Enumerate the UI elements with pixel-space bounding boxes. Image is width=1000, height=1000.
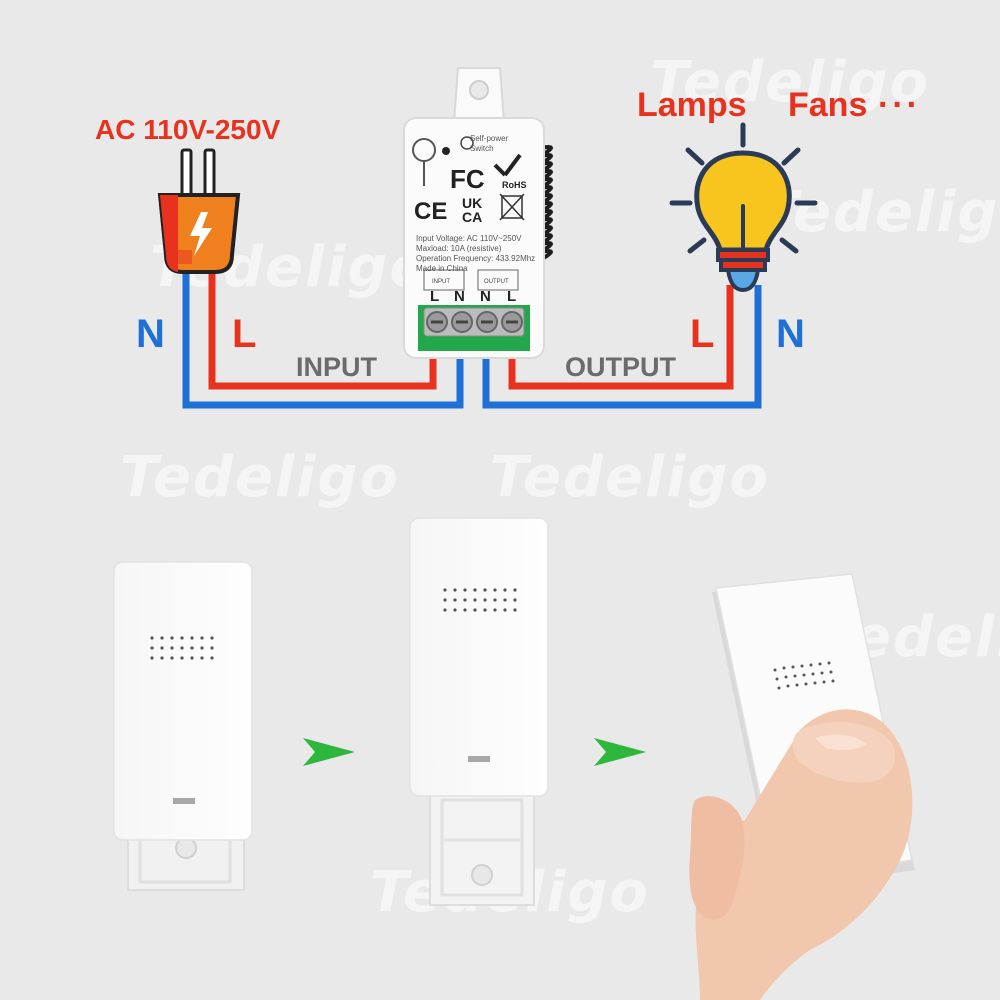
load-label-lamps: Lamps xyxy=(637,86,747,124)
output-live-wire xyxy=(508,285,734,390)
terminal-output-label: OUTPUT xyxy=(484,279,509,285)
wiring-diagram xyxy=(157,67,818,409)
terminal-letter-2: N xyxy=(454,288,465,305)
spec-frequency: Operation Frequency: 433.92Mhz xyxy=(416,254,536,263)
wall-switch-step1 xyxy=(113,561,253,891)
watermark: Tedeligo xyxy=(120,445,400,510)
load-label-more: ··· xyxy=(878,86,921,124)
input-neutral-letter: N xyxy=(136,312,165,356)
installation-steps xyxy=(113,517,915,1000)
cert-ukca: UK CA xyxy=(462,196,482,224)
relay-badge-line1: Self-power xyxy=(470,134,509,143)
terminal-letter-4: L xyxy=(507,288,517,305)
input-live-wire xyxy=(208,260,437,390)
terminal-letter-3: N xyxy=(480,288,491,305)
step-arrow-icon xyxy=(303,738,355,766)
relay-badge-line2: Switch xyxy=(470,144,494,153)
terminal-input-label: INPUT xyxy=(432,279,450,285)
handheld-remote-step3 xyxy=(689,573,915,1000)
input-live-letter: L xyxy=(232,312,257,356)
watermark: Tedeligo xyxy=(760,180,1000,245)
step-arrow-icon xyxy=(594,738,646,766)
input-neutral-wire xyxy=(182,260,464,409)
wall-switch-step2 xyxy=(409,517,549,906)
cert-ukca-bottom: CA xyxy=(462,209,483,225)
lightbulb-icon xyxy=(669,122,818,293)
output-neutral-letter: N xyxy=(776,312,805,356)
relay-badge: Self-power Switch xyxy=(470,134,540,154)
cert-ukca-top: UK xyxy=(462,195,483,211)
output-neutral-wire xyxy=(482,285,762,409)
spec-voltage: Input Voltage: AC 110V~250V xyxy=(416,234,522,243)
cert-ce: CE xyxy=(414,198,448,225)
output-live-letter: L xyxy=(690,312,715,356)
power-source-label: AC 110V-250V xyxy=(95,114,281,145)
relay-module xyxy=(403,67,553,359)
spec-made-in: Made in China xyxy=(416,264,468,273)
relay-specs: Input Voltage: AC 110V~250V Maxload: 10A… xyxy=(416,234,546,274)
load-label-fans: Fans xyxy=(788,86,868,124)
plug-icon xyxy=(157,148,241,274)
watermark: Tedeligo xyxy=(650,50,930,115)
spec-load: Maxload: 10A (resistive) xyxy=(416,244,502,253)
watermark: Tedeligo xyxy=(490,445,770,510)
cert-fc: FC xyxy=(450,164,485,194)
input-label: INPUT xyxy=(296,352,377,382)
cert-rohs: RoHS xyxy=(502,180,527,190)
output-label: OUTPUT xyxy=(565,352,676,382)
terminal-letter-1: L xyxy=(430,288,440,305)
